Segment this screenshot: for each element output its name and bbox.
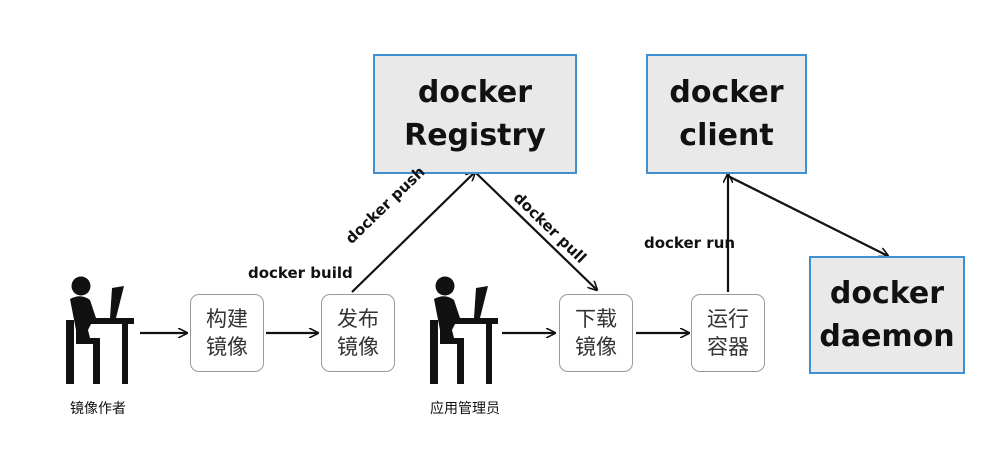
arrow-registry-to-download bbox=[474, 171, 597, 290]
docker-registry-line1: docker bbox=[417, 74, 533, 110]
docker-daemon-box: docker daemon bbox=[809, 256, 965, 374]
step-run-line2: 容器 bbox=[707, 335, 749, 359]
step-download-line2: 镜像 bbox=[575, 335, 617, 359]
person-label-author: 镜像作者 bbox=[70, 401, 126, 417]
person-at-desk-icon bbox=[430, 276, 498, 384]
docker-registry-box: docker Registry bbox=[373, 54, 577, 174]
label-docker-run: docker run bbox=[644, 234, 736, 252]
step-publish-image: 发布 镜像 bbox=[321, 294, 395, 372]
label-docker-build: docker build bbox=[248, 264, 353, 282]
docker-registry-line2: Registry bbox=[404, 118, 546, 153]
docker-client-box: docker client bbox=[646, 54, 807, 174]
step-publish-line2: 镜像 bbox=[337, 335, 379, 359]
step-publish-line1: 发布 bbox=[337, 306, 379, 331]
step-run-container: 运行 容器 bbox=[691, 294, 765, 372]
step-download-image: 下载 镜像 bbox=[559, 294, 633, 372]
docker-daemon-line2: daemon bbox=[819, 319, 955, 354]
docker-client-line1: docker bbox=[669, 74, 784, 110]
arrow-client-to-daemon bbox=[727, 175, 888, 256]
step-build-image: 构建 镜像 bbox=[190, 294, 264, 372]
step-download-line1: 下载 bbox=[575, 306, 617, 331]
person-label-admin: 应用管理员 bbox=[430, 401, 500, 417]
arrow-push-to-registry bbox=[351, 172, 475, 293]
step-build-line2: 镜像 bbox=[206, 335, 248, 359]
docker-client-line2: client bbox=[679, 118, 774, 153]
step-run-line1: 运行 bbox=[707, 306, 749, 331]
step-build-line1: 构建 bbox=[206, 306, 248, 331]
person-at-desk-icon bbox=[66, 276, 134, 384]
docker-daemon-line1: docker bbox=[829, 275, 945, 311]
